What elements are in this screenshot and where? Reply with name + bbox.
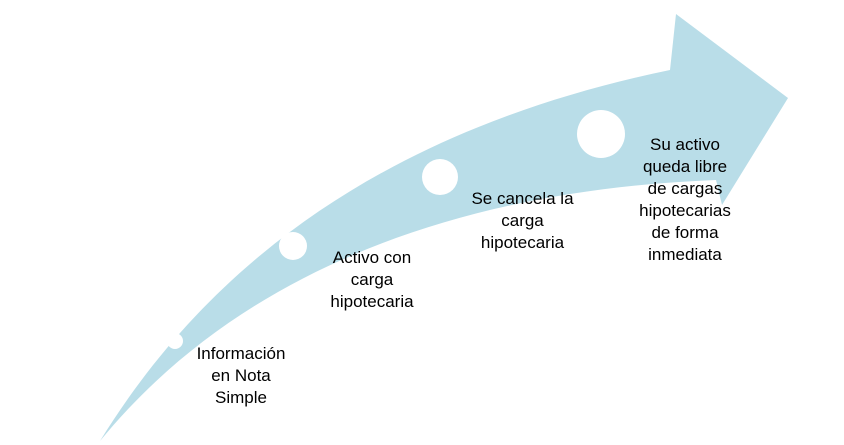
step-marker-2	[279, 232, 307, 260]
step-label-nota-simple: Información en Nota Simple	[196, 344, 286, 407]
step-label-se-cancela: Se cancela la carga hipotecaria	[471, 189, 574, 252]
step-marker-3	[422, 159, 458, 195]
step-marker-1	[167, 333, 183, 349]
step-label-activo-libre: Su activo queda libre de cargas hipoteca…	[639, 135, 731, 264]
step-label-activo-con-carga: Activo con carga hipotecaria	[330, 248, 414, 311]
step-marker-4	[577, 110, 625, 158]
